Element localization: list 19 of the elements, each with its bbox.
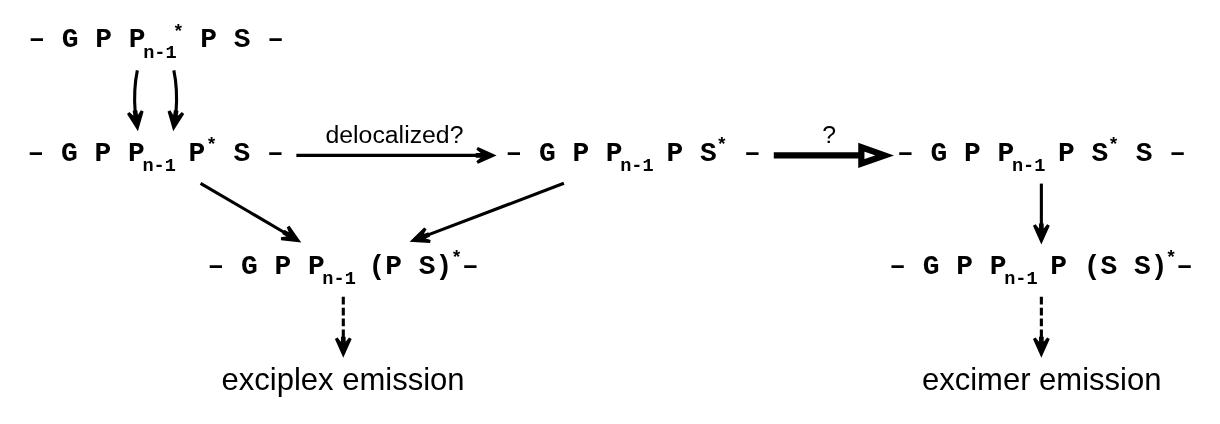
node-text: – G P P$_{n-1}$$^{*}$ P S –	[27, 21, 284, 64]
arrow	[295, 146, 494, 164]
arrow	[411, 181, 564, 244]
arrow	[167, 70, 184, 129]
node-text: – G P P$_{n-1}$ P$^{*}$ S –	[27, 135, 284, 178]
node-text: – G P P$_{n-1}$ P (S S)$^{*}$–	[888, 248, 1193, 291]
edge-label: delocalized?	[325, 120, 463, 148]
node-text: – G P P$_{n-1}$ (P S)$^{*}$–	[207, 248, 479, 291]
arrow	[1032, 183, 1050, 243]
arrow	[773, 142, 894, 168]
node-text: – G P P$_{n-1}$ P S$^{*}$ –	[504, 135, 761, 178]
node-text: – G P P$_{n-1}$ P S$^{*}$ S –	[896, 135, 1186, 178]
node-text: excimer emission	[921, 361, 1161, 397]
arrow	[334, 296, 352, 356]
arrow	[199, 182, 300, 243]
node-text: exciplex emission	[221, 361, 465, 397]
edge-label: ?	[821, 120, 836, 148]
arrow	[1032, 296, 1050, 356]
arrow	[126, 70, 144, 129]
